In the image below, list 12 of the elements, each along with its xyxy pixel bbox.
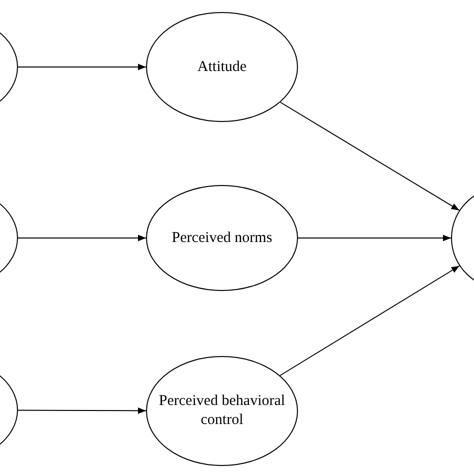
arrow [298, 234, 452, 242]
arrow [18, 64, 146, 70]
node-label: Perceived behavioral control [158, 392, 286, 430]
ellipse-node [146, 356, 298, 466]
ellipse-node [146, 185, 298, 291]
ellipse-node [146, 12, 298, 122]
arrow [18, 408, 146, 414]
arrow [280, 265, 460, 376]
arrow [280, 102, 460, 211]
node-label: Perceived norms [172, 228, 272, 248]
node-label: Attitude [197, 58, 247, 76]
arrow [18, 234, 146, 242]
